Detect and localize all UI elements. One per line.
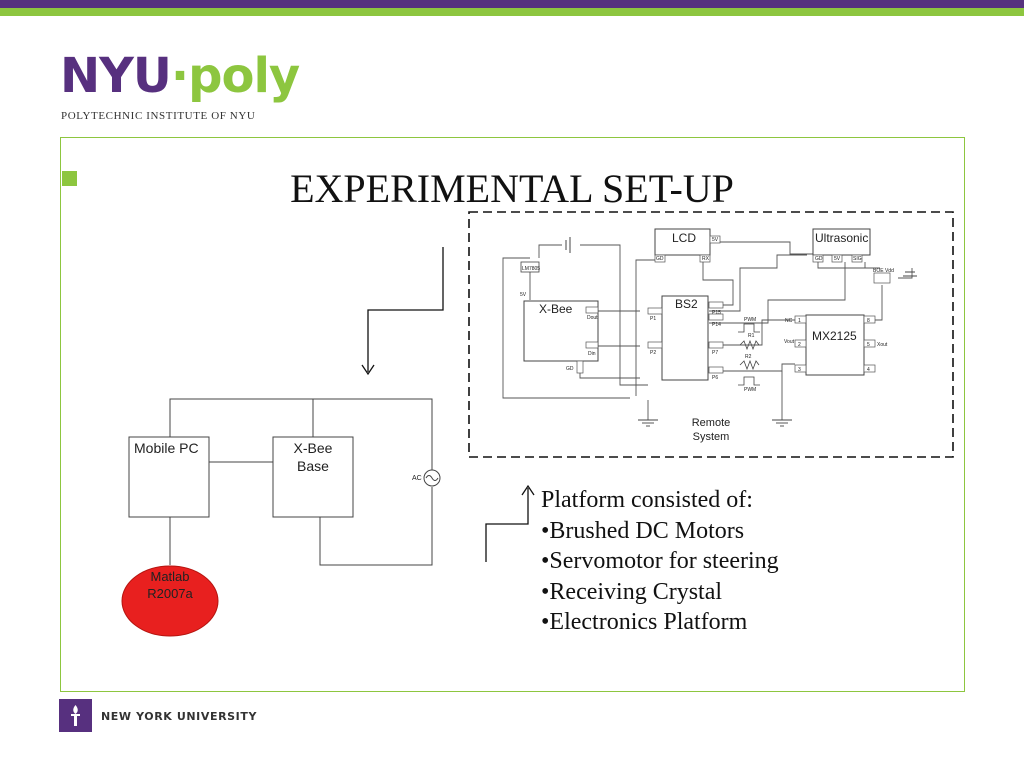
nyu-poly-logo: NYU·poly: [60, 52, 300, 100]
pin-label: Dout: [587, 315, 598, 321]
pin-label: R1: [748, 333, 755, 339]
pin-label: P6: [712, 375, 718, 381]
top-accent-bar-green: [0, 8, 1024, 16]
matlab-label-line1: Matlab: [150, 569, 189, 584]
pin-label: 3: [798, 367, 801, 373]
pin-label: Vout: [784, 339, 795, 345]
title-bullet-square: [62, 171, 77, 186]
mobile-pc-box: [128, 436, 210, 518]
pin-label: P15: [712, 310, 721, 316]
remote-system-boundary: [468, 211, 954, 458]
xbee-base-label-line1: X-Bee: [294, 440, 333, 456]
base-station-wiring: [169, 398, 433, 566]
slide-title: EXPERIMENTAL SET-UP: [0, 165, 1024, 212]
mx2125-label: MX2125: [812, 329, 857, 343]
pin-label: P14: [712, 322, 721, 328]
pin-label: 5: [867, 342, 870, 348]
ground-symbols: [638, 419, 792, 427]
battery-icon: [565, 237, 917, 277]
remote-system-label-line1: Remote: [692, 417, 731, 429]
xbee-remote-label: X-Bee: [539, 302, 573, 316]
platform-heading: Platform consisted of:: [541, 487, 753, 513]
pin-label: 5V: [712, 237, 719, 243]
torch-icon: [71, 705, 80, 726]
ultrasonic-label: Ultrasonic: [815, 231, 868, 245]
pin-label: P7: [712, 350, 718, 356]
pwm-label-bottom: PWM: [744, 387, 756, 393]
pin-label: NC: [785, 318, 793, 324]
ac-sine-icon: [425, 475, 439, 481]
pin-label: P1: [650, 316, 656, 322]
link-arrow-down: [361, 247, 444, 376]
mx2125-box: [805, 314, 865, 376]
lm7805-box: [520, 261, 540, 273]
pin-label: GD: [656, 256, 664, 262]
remote-system-label-line2: System: [693, 431, 730, 443]
pin-label: P2: [650, 350, 656, 356]
pin-label: BOE Vdd: [873, 268, 894, 274]
slide-title-text: EXPERIMENTAL SET-UP: [290, 166, 734, 211]
pin-label: 8: [867, 318, 870, 324]
pin-label: SIG: [853, 256, 862, 262]
lcd-box: [654, 228, 711, 256]
platform-item: •Servomotor for steering: [541, 548, 779, 574]
pin-label: GD: [566, 366, 574, 372]
lm7805-label: LM7805: [522, 266, 540, 272]
pin-stubs: [576, 235, 891, 374]
pwm-label-top: PWM: [744, 317, 756, 323]
platform-item: •Brushed DC Motors: [541, 517, 745, 544]
matlab-label-line2: R2007a: [147, 586, 193, 601]
pwm-symbols: [738, 323, 760, 386]
platform-item: •Receiving Crystal: [541, 578, 723, 605]
platform-list: Platform consisted of: •Brushed DC Motor…: [541, 485, 779, 638]
bs2-box: [661, 295, 709, 381]
pin-label: Din: [588, 351, 596, 357]
pin-label: Xout: [877, 342, 888, 348]
resistor-symbols: [739, 339, 760, 371]
logo-dot: ·: [170, 48, 189, 104]
lcd-label: LCD: [672, 231, 696, 245]
bs2-label: BS2: [675, 297, 698, 311]
logo-subtitle: POLYTECHNIC INSTITUTE OF NYU: [61, 110, 256, 122]
pin-label: GD: [815, 256, 823, 262]
ac-label: AC: [412, 475, 422, 482]
ultrasonic-box: [812, 228, 871, 256]
pin-label: RX: [702, 256, 710, 262]
logo-nyu-text: NYU: [60, 48, 172, 104]
pin-label: 5V: [834, 256, 841, 262]
remote-wiring: [502, 241, 913, 420]
matlab-ellipse: [121, 565, 219, 637]
pin-label: 2: [798, 342, 801, 348]
xbee-base-label-line2: Base: [297, 458, 329, 474]
pin-labels: 5V Dout Din GD P1 P2 P15 P14 P7 P6 5V GD…: [520, 237, 894, 381]
link-arrow-up: [485, 484, 535, 562]
mobile-pc-label: Mobile PC: [134, 440, 199, 456]
content-frame: [60, 137, 965, 692]
nyu-torch-logo: [59, 699, 92, 732]
xbee-base-box: [272, 436, 354, 518]
platform-item: •Electronics Platform: [541, 609, 748, 635]
pin-label: 5V: [520, 292, 527, 298]
pin-label: 4: [867, 367, 870, 373]
logo-poly-text: poly: [188, 48, 300, 104]
footer-university: NEW YORK UNIVERSITY: [101, 710, 258, 723]
pin-label: 1: [798, 318, 801, 324]
top-accent-bar-purple: [0, 0, 1024, 8]
pin-label: R2: [745, 354, 752, 360]
